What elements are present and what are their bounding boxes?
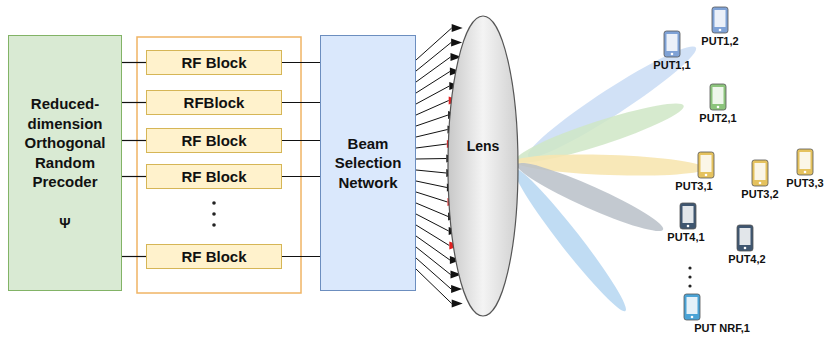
- connector-line: [122, 256, 146, 257]
- node-label: Beam Selection Network: [326, 134, 410, 193]
- connector-line: [282, 62, 320, 63]
- node-label: RF Block: [181, 247, 246, 267]
- user-label: PUT1,1: [653, 59, 690, 71]
- rf-block: RF Block: [146, 164, 282, 189]
- beam-selection-box: Beam Selection Network: [320, 35, 416, 291]
- connector-line: [122, 102, 146, 103]
- symbol-label: Ψ: [59, 214, 70, 232]
- connector-line: [282, 102, 320, 103]
- connector-line: [282, 140, 320, 141]
- user-label: PUT1,2: [701, 35, 738, 47]
- connector-line: [122, 140, 146, 141]
- connector-line: [122, 176, 146, 177]
- rf-block: RF Block: [146, 50, 282, 75]
- user-label: PUT4,2: [728, 253, 765, 265]
- user-label: PUT NRF,1: [694, 322, 750, 334]
- node-label: RF Block: [181, 131, 246, 151]
- node-label: RFBlock: [184, 93, 245, 113]
- rf-block: RF Block: [146, 128, 282, 153]
- node-label: RF Block: [181, 167, 246, 187]
- user-label: PUT3,2: [741, 188, 778, 200]
- lens-outline: [446, 14, 520, 318]
- lens: Lens: [446, 14, 520, 318]
- user-label: PUT2,1: [699, 112, 736, 124]
- rf-panel: [137, 37, 301, 293]
- connector-line: [282, 176, 320, 177]
- user-label: PUT3,1: [675, 180, 712, 192]
- rf-block: RFBlock: [146, 90, 282, 115]
- rf-block: RF Block: [146, 244, 282, 269]
- beam-lobes: [507, 37, 706, 317]
- node-label: Reduced-dimension Orthogonal Random Prec…: [14, 94, 116, 192]
- user-label: PUT4,1: [667, 231, 704, 243]
- user-label: PUT3,3: [786, 177, 823, 189]
- connector-line: [122, 62, 146, 63]
- node-label: RF Block: [181, 53, 246, 73]
- connector-line: [282, 256, 320, 257]
- node-label: Lens: [467, 137, 500, 155]
- precoder-box: Reduced-dimension Orthogonal Random Prec…: [8, 35, 122, 291]
- phone-icons: [664, 7, 813, 320]
